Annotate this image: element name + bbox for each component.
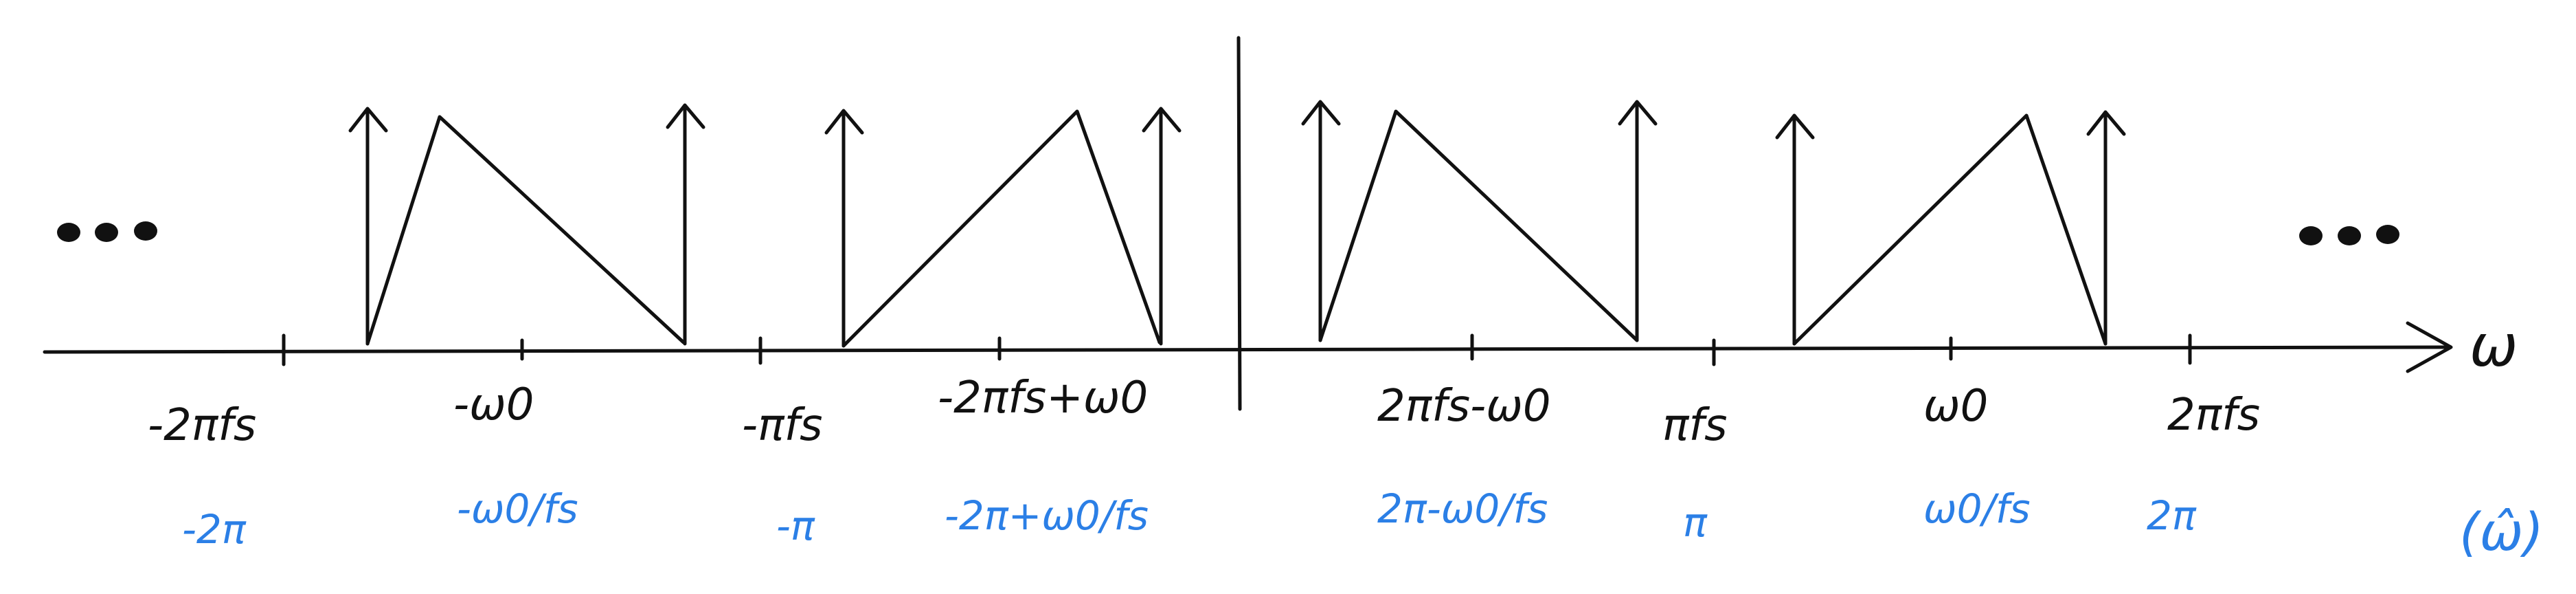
ellipsis-left [57, 221, 157, 242]
normalized-axis-label: (ω̂) [2459, 501, 2544, 562]
normalized-2pi: 2π [2147, 492, 2197, 539]
impulse-arrow [1618, 100, 1658, 342]
normalized-neg-w0-fs: -ω0/fs [457, 485, 578, 532]
label-neg-2pi-fs-plus-w0: -2πfs+ω0 [938, 373, 1148, 424]
normalized-2pi-minus-w0-fs: 2π-ω0/fs [1377, 485, 1548, 532]
impulse-arrow [666, 103, 705, 346]
normalized-neg-2pi: -2π [182, 506, 247, 553]
impulse-arrow [348, 107, 388, 346]
label-2pi-fs: 2πfs [2167, 390, 2260, 441]
vertical-axis [1236, 36, 1242, 411]
spectrum-copy [1318, 109, 1639, 342]
normalized-w0-fs: ω0/fs [1923, 485, 2031, 532]
label-w0: ω0 [1923, 381, 1988, 432]
spectrum-copy [365, 115, 686, 346]
label-neg-w0: -ω0 [453, 380, 534, 430]
impulse-arrow [2086, 110, 2126, 346]
axis-arrowhead [2406, 321, 2453, 373]
spectrum-copy [1792, 113, 2108, 346]
impulse-arrow [1301, 100, 1341, 342]
impulse-arrow [824, 109, 864, 348]
frequency-axis [43, 345, 2451, 354]
ellipsis-right [2299, 225, 2399, 245]
impulses [348, 100, 2126, 348]
impulse-arrow [1775, 113, 1815, 346]
tick-marks [282, 333, 2192, 366]
label-pi-fs: πfs [1662, 400, 1727, 451]
normalized-pi: π [1683, 499, 1708, 546]
label-2pi-fs-minus-w0: 2πfs-ω0 [1377, 381, 1551, 432]
spectrum-copy [841, 109, 1162, 348]
label-neg-pi-fs: -πfs [742, 400, 823, 451]
frequency-labels: -2πfs -ω0 -πfs -2πfs+ω0 2πfs-ω0 πfs ω0 2… [148, 373, 2260, 451]
axis-label: ω [2470, 312, 2518, 380]
impulse-arrow [1142, 107, 1182, 346]
normalized-neg-pi: -π [776, 503, 815, 549]
normalized-neg-2pi-plus-w0-fs: -2π+ω0/fs [945, 492, 1149, 539]
label-neg-2pi-fs: -2πfs [148, 400, 256, 451]
normalized-labels: -2π -ω0/fs -π -2π+ω0/fs 2π-ω0/fs π ω0/fs… [182, 485, 2197, 553]
spectrum-triangles [365, 109, 2108, 348]
